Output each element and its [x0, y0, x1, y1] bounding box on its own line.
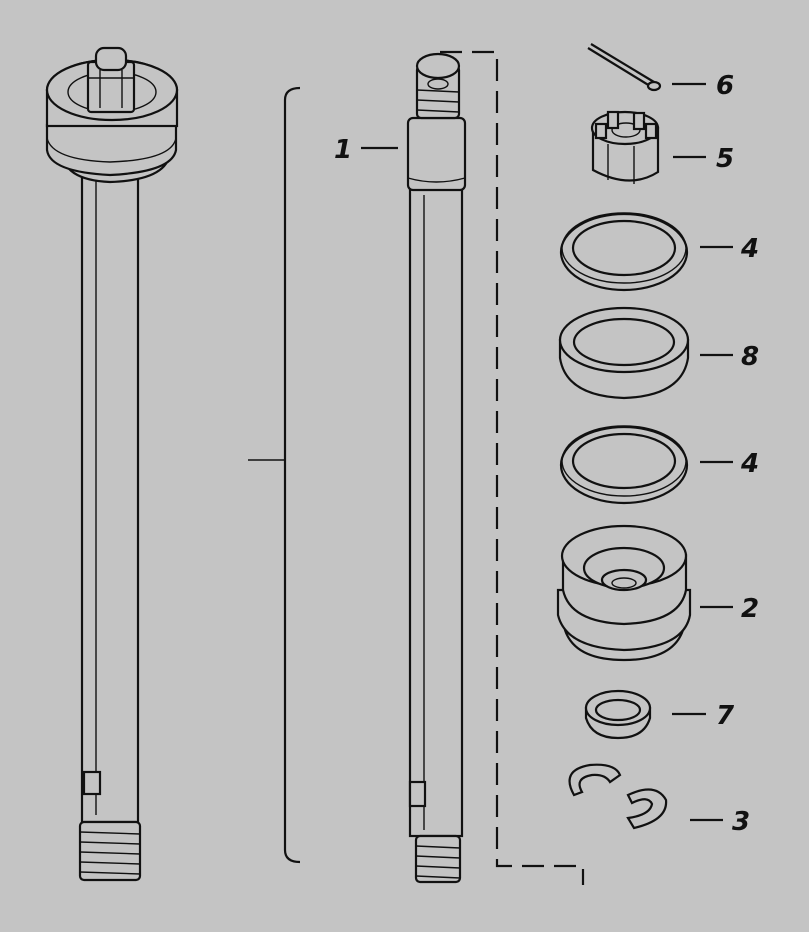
shaft-part-1: [406, 52, 467, 884]
retaining-clips-part-3: [568, 763, 668, 830]
bushing-part-8: [558, 306, 690, 400]
castle-nut-part-5: [590, 110, 660, 184]
dashed-assembly-line: [440, 50, 585, 885]
callout-label-8: 8: [741, 342, 759, 372]
callout-label-5: 5: [716, 144, 734, 174]
callout-label-4-lower: 4: [740, 449, 759, 479]
callout-label-4-top: 4: [740, 234, 759, 264]
callout-leader-lines: [361, 82, 733, 822]
washer-part-4-top: [559, 212, 689, 292]
callout-label-2: 2: [741, 594, 759, 624]
callout-label-6: 6: [716, 71, 734, 101]
assembly-bracket: [248, 86, 301, 864]
seal-ring-part-7: [584, 689, 652, 740]
bearing-housing-part-2: [556, 524, 692, 662]
assembled-shaft: [45, 46, 179, 882]
washer-part-4-lower: [559, 425, 689, 505]
callout-label-3: 3: [732, 807, 750, 837]
cotter-pin-part-6: [587, 43, 662, 92]
callout-label-1: 1: [334, 135, 352, 165]
callout-label-7: 7: [716, 701, 735, 731]
